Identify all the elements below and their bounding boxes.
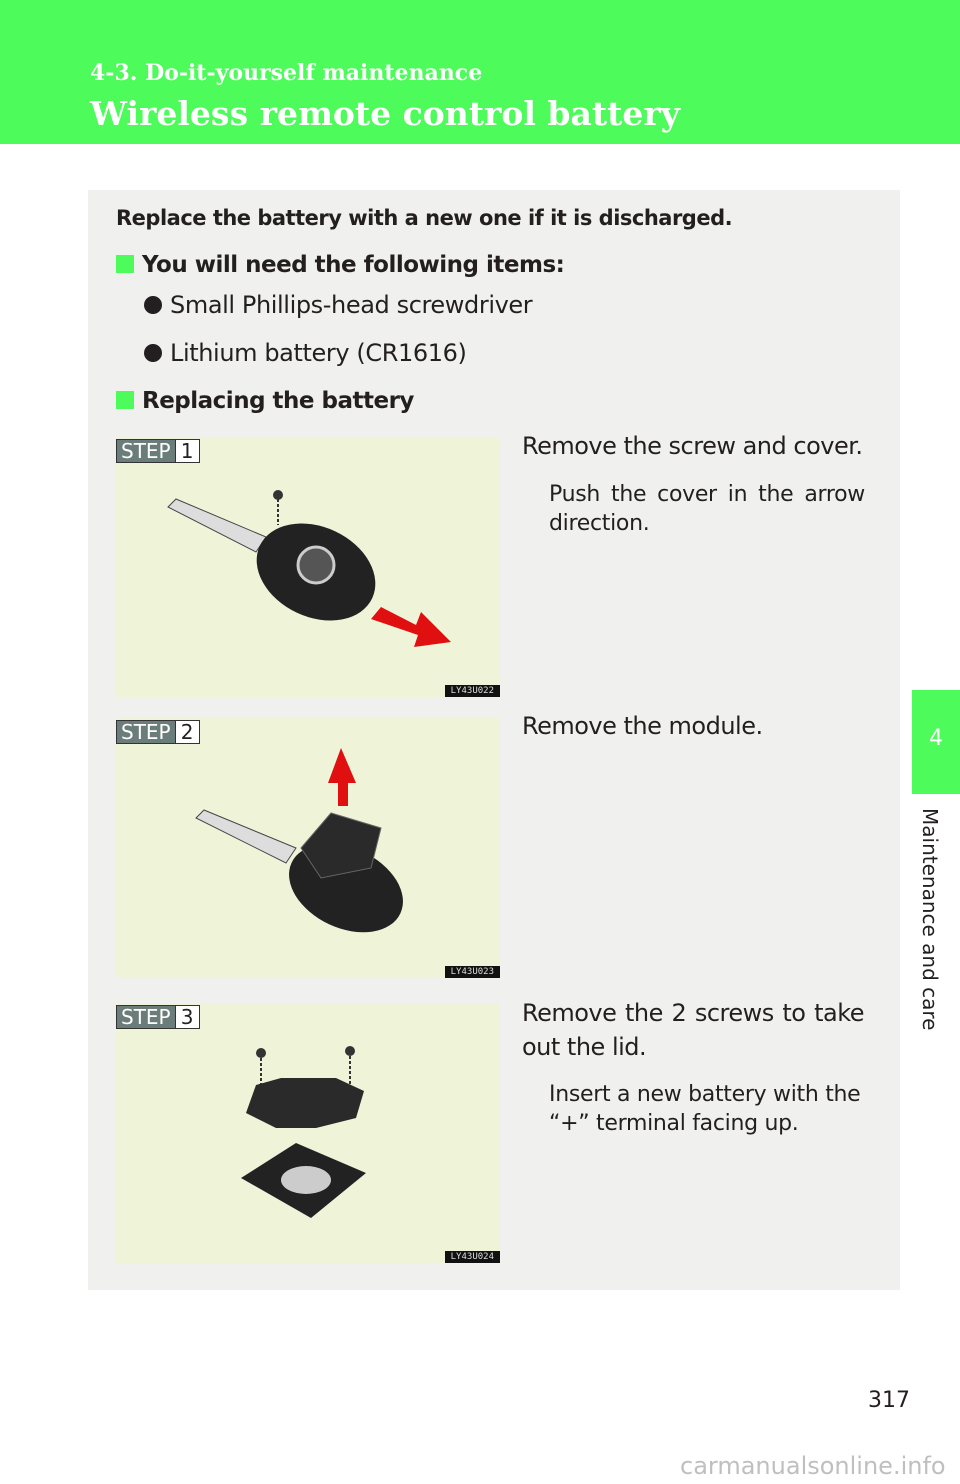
items-heading: You will need the following items: (116, 252, 565, 278)
figure-code: LY43U024 (444, 1251, 500, 1263)
intro-text: Replace the battery with a new one if it… (116, 206, 733, 230)
step-number: 3 (174, 1006, 199, 1028)
key-module-illustration (195, 748, 403, 933)
step-number: 2 (174, 721, 199, 743)
replacing-heading-text: Replacing the battery (142, 388, 414, 414)
figure-code: LY43U023 (444, 966, 500, 978)
header-bar: 4-3. Do-it-yourself maintenance Wireless… (0, 0, 960, 144)
items-heading-text: You will need the following items: (142, 252, 565, 278)
figure-code: LY43U022 (444, 685, 500, 697)
step-3-instruction: Remove the 2 screws to take out the lid. (522, 999, 865, 1061)
list-item: Lithium battery (CR1616) (144, 339, 467, 367)
page-title: Wireless remote control battery (90, 94, 680, 133)
bullet-icon (144, 344, 162, 362)
step-label: STEP (117, 1006, 175, 1028)
page-number: 317 (868, 1388, 910, 1413)
chapter-tab[interactable]: 4 (912, 690, 960, 794)
step-label: STEP (117, 440, 175, 462)
lid-battery-illustration (241, 1046, 366, 1218)
step-2-instruction: Remove the module. (522, 712, 763, 740)
step-number: 1 (174, 440, 199, 462)
key-cover-illustration (167, 490, 451, 647)
list-item-text: Small Phillips-head screwdriver (170, 291, 533, 319)
list-item: Small Phillips-head screwdriver (144, 291, 533, 319)
step-1-instruction: Remove the screw and cover. (522, 432, 863, 460)
section-label: 4-3. Do-it-yourself maintenance (90, 60, 483, 86)
chapter-label: Maintenance and care (918, 808, 942, 1031)
step-label: STEP (117, 721, 175, 743)
bullet-icon (144, 296, 162, 314)
step-3-note: Insert a new battery with the “+” termin… (549, 1082, 861, 1136)
replacing-heading: Replacing the battery (116, 388, 414, 414)
step-1-note: Push the cover in the arrow direction. (549, 482, 865, 536)
list-item-text: Lithium battery (CR1616) (170, 339, 467, 367)
square-bullet-icon (116, 255, 134, 273)
watermark: carmanualsonline.info (680, 1452, 946, 1480)
square-bullet-icon (116, 391, 134, 409)
